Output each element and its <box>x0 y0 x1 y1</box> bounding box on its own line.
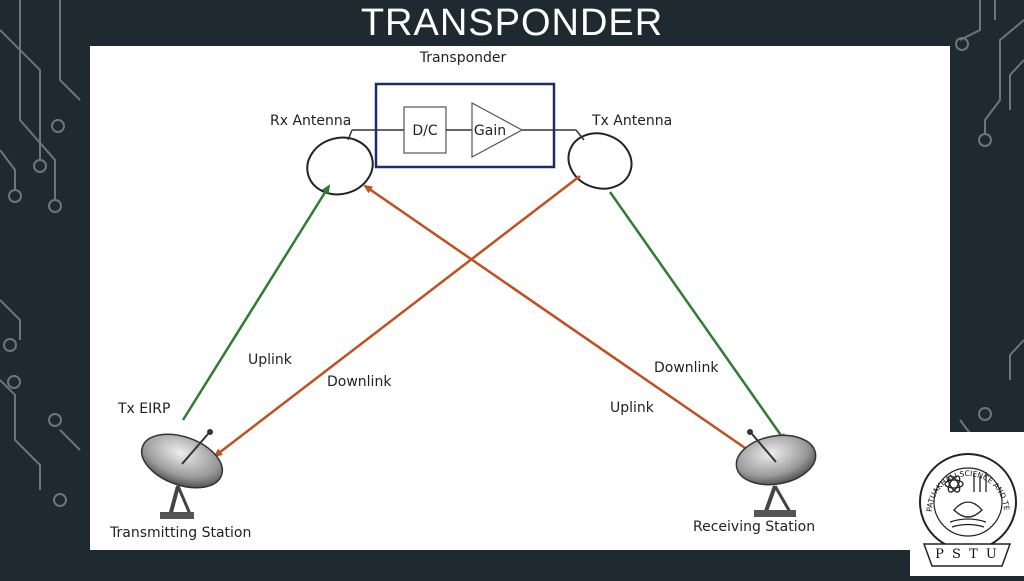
gain-amplifier <box>471 101 524 159</box>
logo-ring-text: PATUAKHALI SCIENCE AND TECHNOLOGY UNIVER… <box>910 432 1011 512</box>
uplink-label-right: Uplink <box>610 400 655 416</box>
downconverter-label: D/C <box>412 123 437 139</box>
tx-antenna-dish <box>567 132 633 190</box>
diagram-panel: Transponder D/C Gain Rx Antenna Tx Anten… <box>90 46 950 550</box>
logo-initials: P S T U <box>935 547 999 562</box>
university-seal-icon: PATUAKHALI SCIENCE AND TECHNOLOGY UNIVER… <box>907 425 1017 567</box>
university-logo: PATUAKHALI SCIENCE AND TECHNOLOGY UNIVER… <box>907 425 1024 576</box>
slide-title: TRANSPONDER <box>360 2 664 44</box>
downlink-label-left: Downlink <box>327 374 392 390</box>
uplink-arrow-right <box>363 184 749 452</box>
uplink-label-left: Uplink <box>248 352 293 368</box>
receiving-station-dish-icon <box>735 429 817 517</box>
transmitting-station-dish-icon <box>140 429 224 519</box>
tx-eirp-label: Tx EIRP <box>117 401 170 417</box>
uplink-arrow-left <box>181 184 331 421</box>
downlink-arrow-left <box>213 175 581 458</box>
transmitting-station-label: Transmitting Station <box>109 525 251 541</box>
downconverter-block <box>403 106 447 154</box>
downlink-arrow-right <box>608 191 787 443</box>
receiving-station-label: Receiving Station <box>693 519 815 535</box>
tx-antenna-label: Tx Antenna <box>591 113 672 129</box>
transponder-diagram: Transponder D/C Gain Rx Antenna Tx Anten… <box>109 50 817 541</box>
rx-antenna-dish <box>306 136 374 196</box>
rx-antenna-label: Rx Antenna <box>270 113 351 129</box>
gain-label: Gain <box>474 123 506 139</box>
transponder-box <box>374 82 556 169</box>
downlink-label-right: Downlink <box>654 360 719 376</box>
diagram-title: Transponder <box>419 50 507 66</box>
